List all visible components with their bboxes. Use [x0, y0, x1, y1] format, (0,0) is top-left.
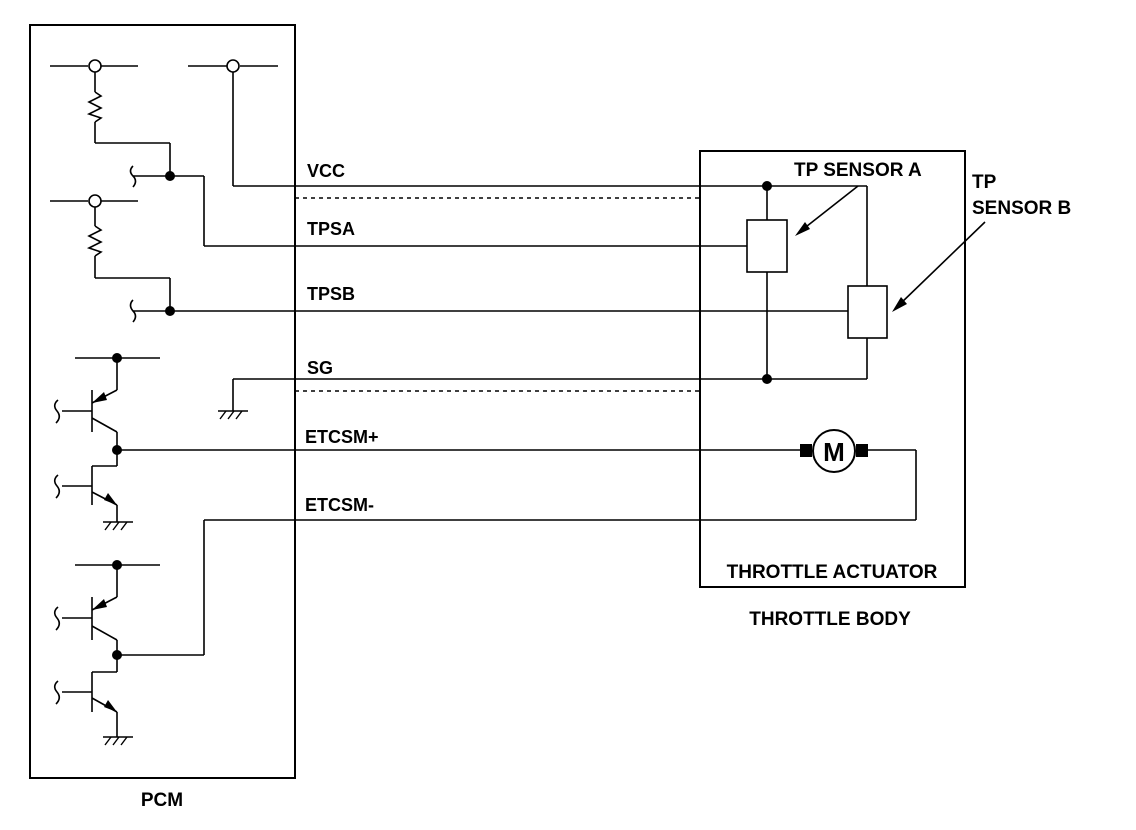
pullup-resistor: [86, 91, 103, 123]
throttle-actuator-box: [699, 150, 966, 588]
motor-symbol-label: M: [823, 437, 845, 467]
etcsm-minus-label: ETCSM-: [305, 495, 374, 515]
pcm-label: PCM: [141, 790, 183, 811]
tpsb-pullup-circuit: [50, 194, 295, 323]
tp-sensor-a-element: [746, 219, 788, 273]
sg-label: SG: [307, 358, 333, 378]
throttle-actuator-label: THROTTLE ACTUATOR: [727, 562, 938, 583]
vcc-terminal: [226, 59, 240, 73]
tp-sensor-a-label: TP SENSOR A: [794, 160, 922, 181]
tpsa-pullup-circuit: [50, 59, 205, 246]
tp-sensor-b-element: [847, 285, 888, 339]
motor-icon: [812, 429, 856, 473]
sensor-wiring: [762, 181, 868, 384]
tp-sensor-b-label-line2: SENSOR B: [972, 198, 1071, 219]
supply-terminal: [88, 194, 102, 208]
motor: M: [800, 429, 917, 520]
motor-terminal-right: [856, 444, 868, 457]
tp-sensor-a-pointer: [795, 185, 859, 236]
tp-sensor-b-pointer: [892, 221, 986, 312]
tp-sensor-b-label-line1: TP: [972, 172, 997, 193]
supply-terminal: [88, 59, 102, 73]
sg-ground: [218, 378, 295, 420]
etcsm-plus-label: ETCSM+: [305, 427, 379, 447]
motor-terminal-left: [800, 444, 812, 457]
tpsa-label: TPSA: [307, 219, 355, 239]
vcc-label: VCC: [307, 161, 345, 181]
harness-wires: [117, 185, 916, 521]
throttle-body-label: THROTTLE BODY: [749, 609, 911, 630]
pullup-resistor: [86, 225, 103, 257]
pcm-box: [29, 24, 296, 779]
h-bridge-driver-plus: [53, 353, 160, 531]
tpsb-label: TPSB: [307, 284, 355, 304]
vcc-source-circuit: [188, 59, 278, 186]
h-bridge-driver-minus: [53, 519, 295, 746]
